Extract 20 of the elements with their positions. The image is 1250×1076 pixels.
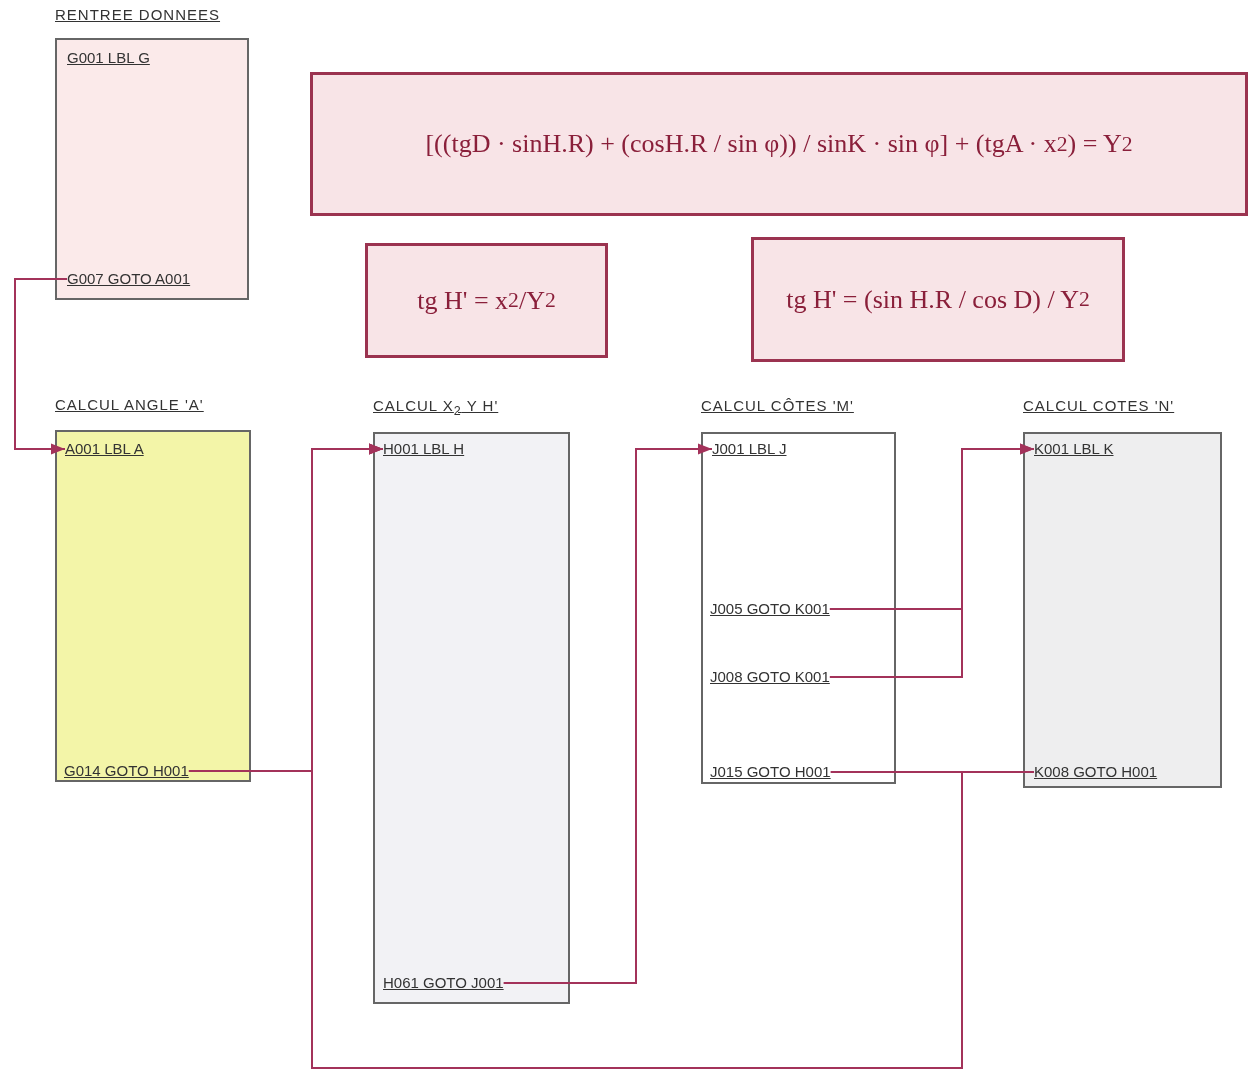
code-line: J008 GOTO K001 <box>710 666 830 688</box>
column-heading: CALCUL X$_{2}$ Y H' <box>373 397 499 418</box>
code-line: J005 GOTO K001 <box>710 598 830 620</box>
column-heading: CALCUL CÔTES 'M' <box>701 397 854 414</box>
code-line: G007 GOTO A001 <box>67 268 191 290</box>
code-line: K008 GOTO H001 <box>1034 761 1158 783</box>
code-line: H061 GOTO J001 <box>383 972 504 994</box>
code-line: H001 LBL H <box>383 438 465 460</box>
code-line: G001 LBL G <box>67 47 150 69</box>
arrow <box>502 443 713 984</box>
column-heading: CALCUL ANGLE 'A' <box>55 396 204 413</box>
arrow <box>14 278 68 455</box>
arrow <box>828 443 1035 678</box>
code-line: A001 LBL A <box>65 438 144 460</box>
code-line: K001 LBL K <box>1034 438 1114 460</box>
code-line: J001 LBL J <box>712 438 787 460</box>
code-line: G014 GOTO H001 <box>64 760 189 782</box>
code-line: J015 GOTO H001 <box>710 761 831 783</box>
column-heading: RENTREE DONNEES <box>55 6 221 23</box>
column-heading: CALCUL COTES 'N' <box>1023 397 1175 414</box>
